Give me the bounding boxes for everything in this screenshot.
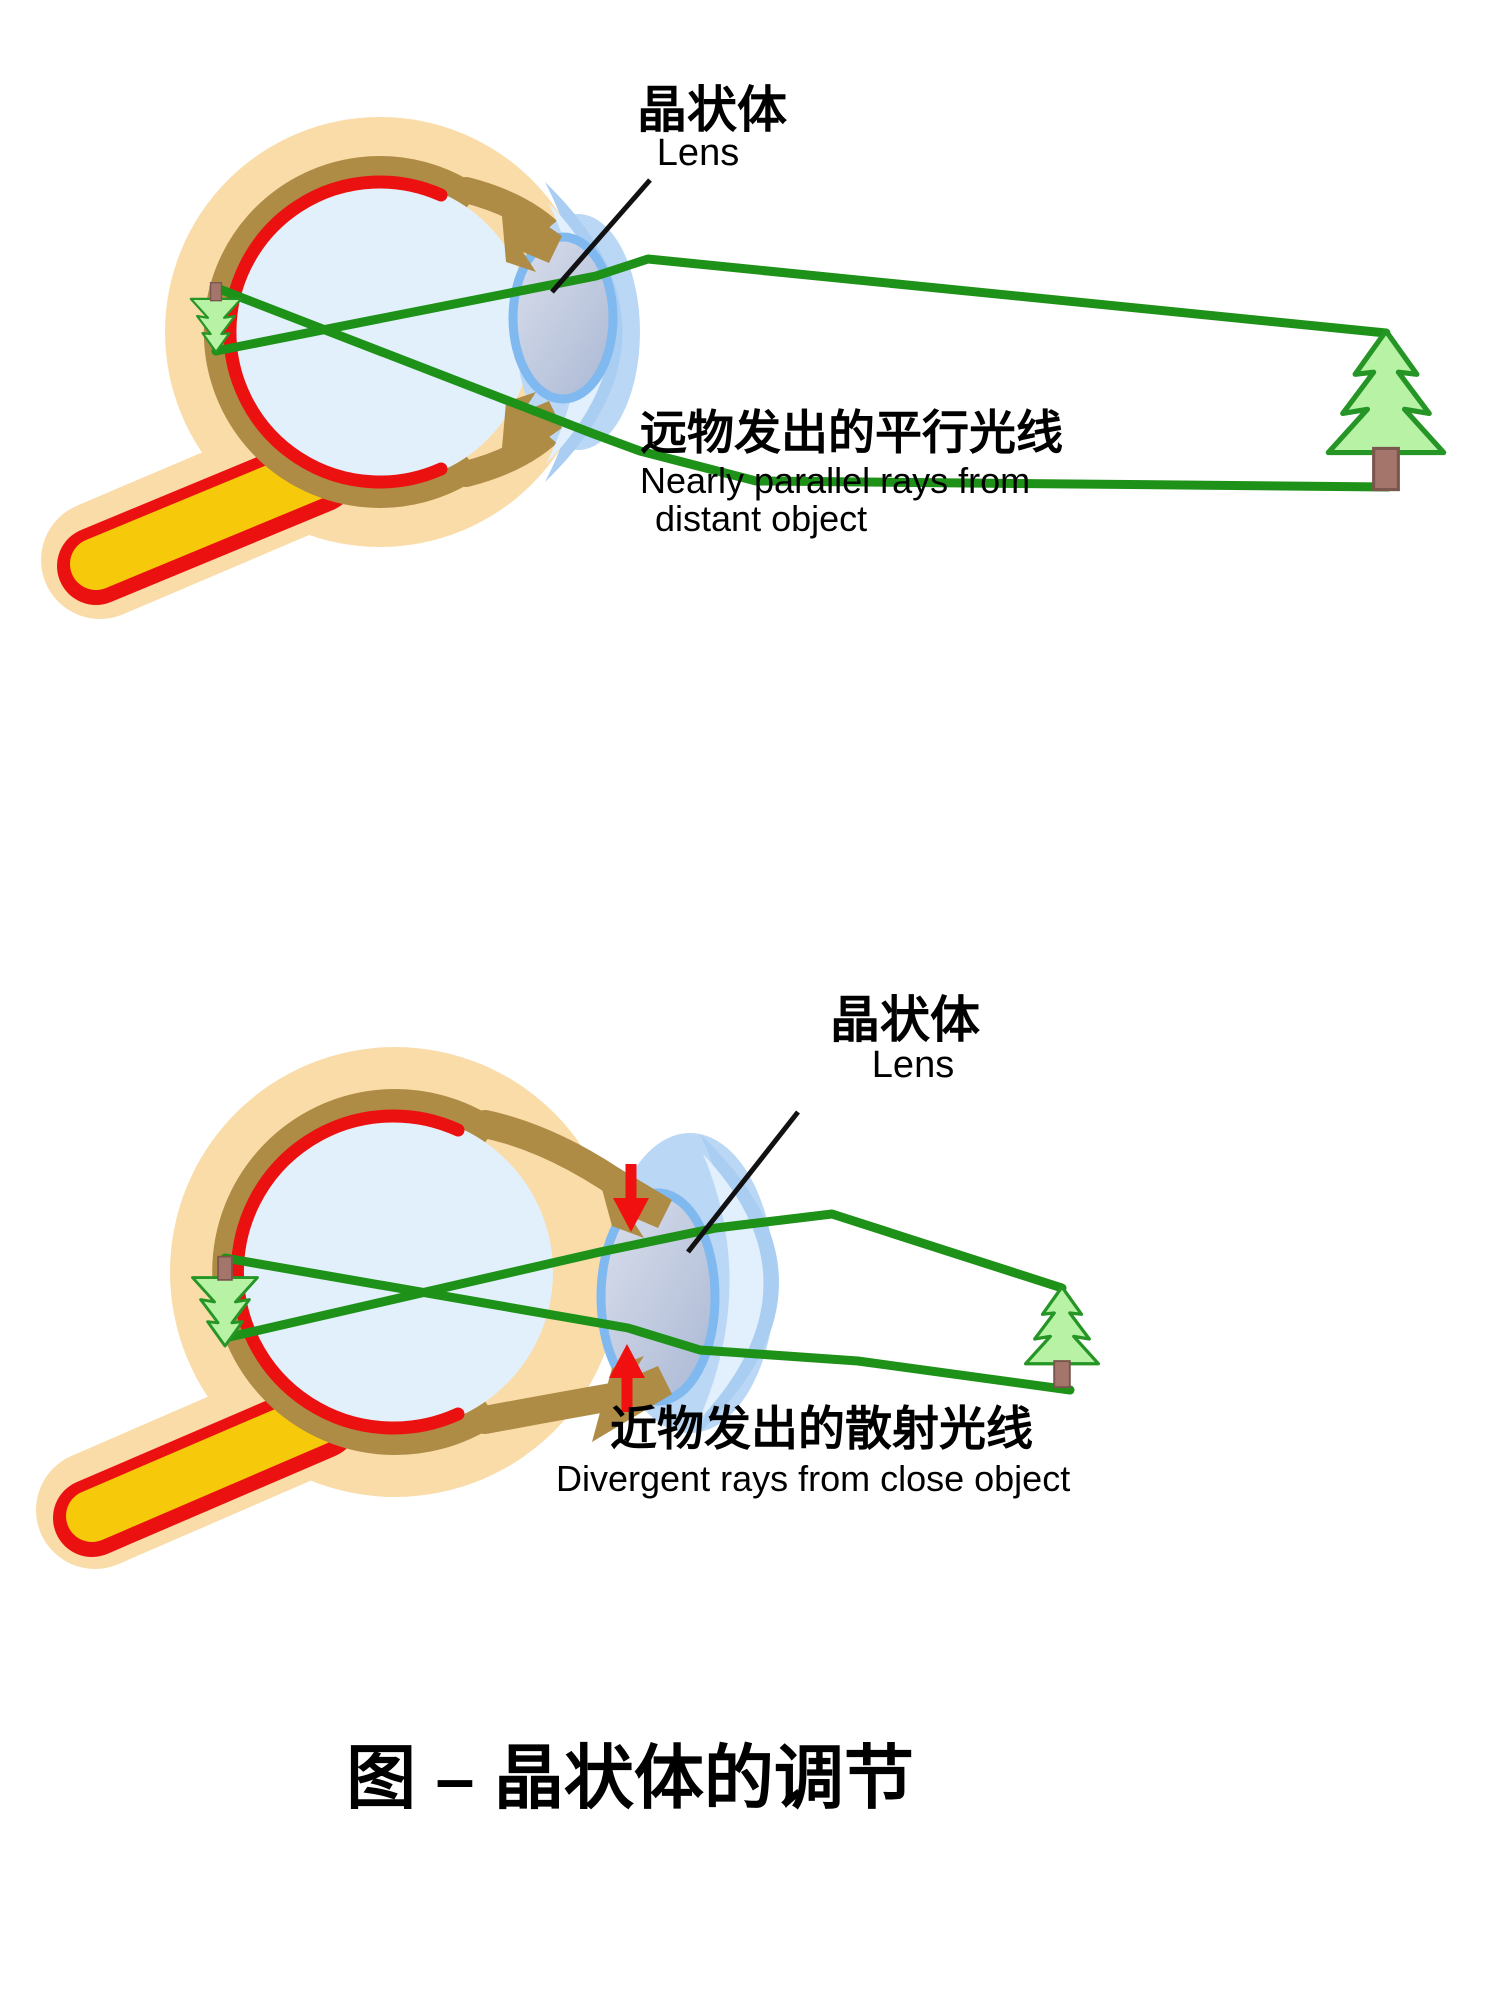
arrow-down-head bbox=[613, 1198, 649, 1232]
figure-title: 图 – 晶状体的调节 bbox=[346, 1739, 914, 1817]
vitreous-body bbox=[237, 1114, 553, 1430]
ray-bottom bbox=[209, 282, 1393, 492]
caption-zh-close: 近物发出的散射光线 bbox=[610, 1402, 1033, 1455]
optic-nerve bbox=[70, 446, 344, 590]
light-rays-close bbox=[220, 1209, 1075, 1395]
ray-top bbox=[211, 254, 1391, 356]
caption-en-close: Divergent rays from close object bbox=[556, 1458, 1071, 1499]
ray-bottom bbox=[220, 1253, 1075, 1395]
lens-label-en-2: Lens bbox=[871, 1044, 955, 1086]
close-tree bbox=[1023, 1285, 1101, 1389]
arrow-up-head bbox=[609, 1344, 645, 1378]
retina bbox=[230, 1109, 465, 1435]
lens-compression-arrows bbox=[609, 1164, 649, 1412]
lens-label-zh-2: 晶状体 bbox=[830, 992, 980, 1048]
eye-close-diagram bbox=[36, 1047, 780, 1569]
caption-en-distant-line2: distant object bbox=[655, 498, 868, 539]
optic-nerve bbox=[66, 1392, 346, 1542]
caption-en-distant-line1: Nearly parallel rays from bbox=[640, 460, 1031, 501]
ray-top bbox=[220, 1209, 1067, 1343]
distant-tree bbox=[1328, 331, 1443, 490]
lens-pointer-line-2 bbox=[686, 1110, 800, 1254]
retina bbox=[223, 175, 448, 489]
light-rays-distant bbox=[209, 254, 1393, 492]
eye-distant-diagram bbox=[41, 117, 640, 619]
lens-pointer-line-1 bbox=[550, 178, 652, 294]
ciliary-muscle-top bbox=[500, 193, 562, 272]
caption-zh-distant: 远物发出的平行光线 bbox=[640, 406, 1063, 459]
lens-label-en-1: Lens bbox=[656, 132, 740, 174]
vitreous-body bbox=[228, 180, 532, 484]
lens-label-zh-1: 晶状体 bbox=[637, 82, 787, 138]
